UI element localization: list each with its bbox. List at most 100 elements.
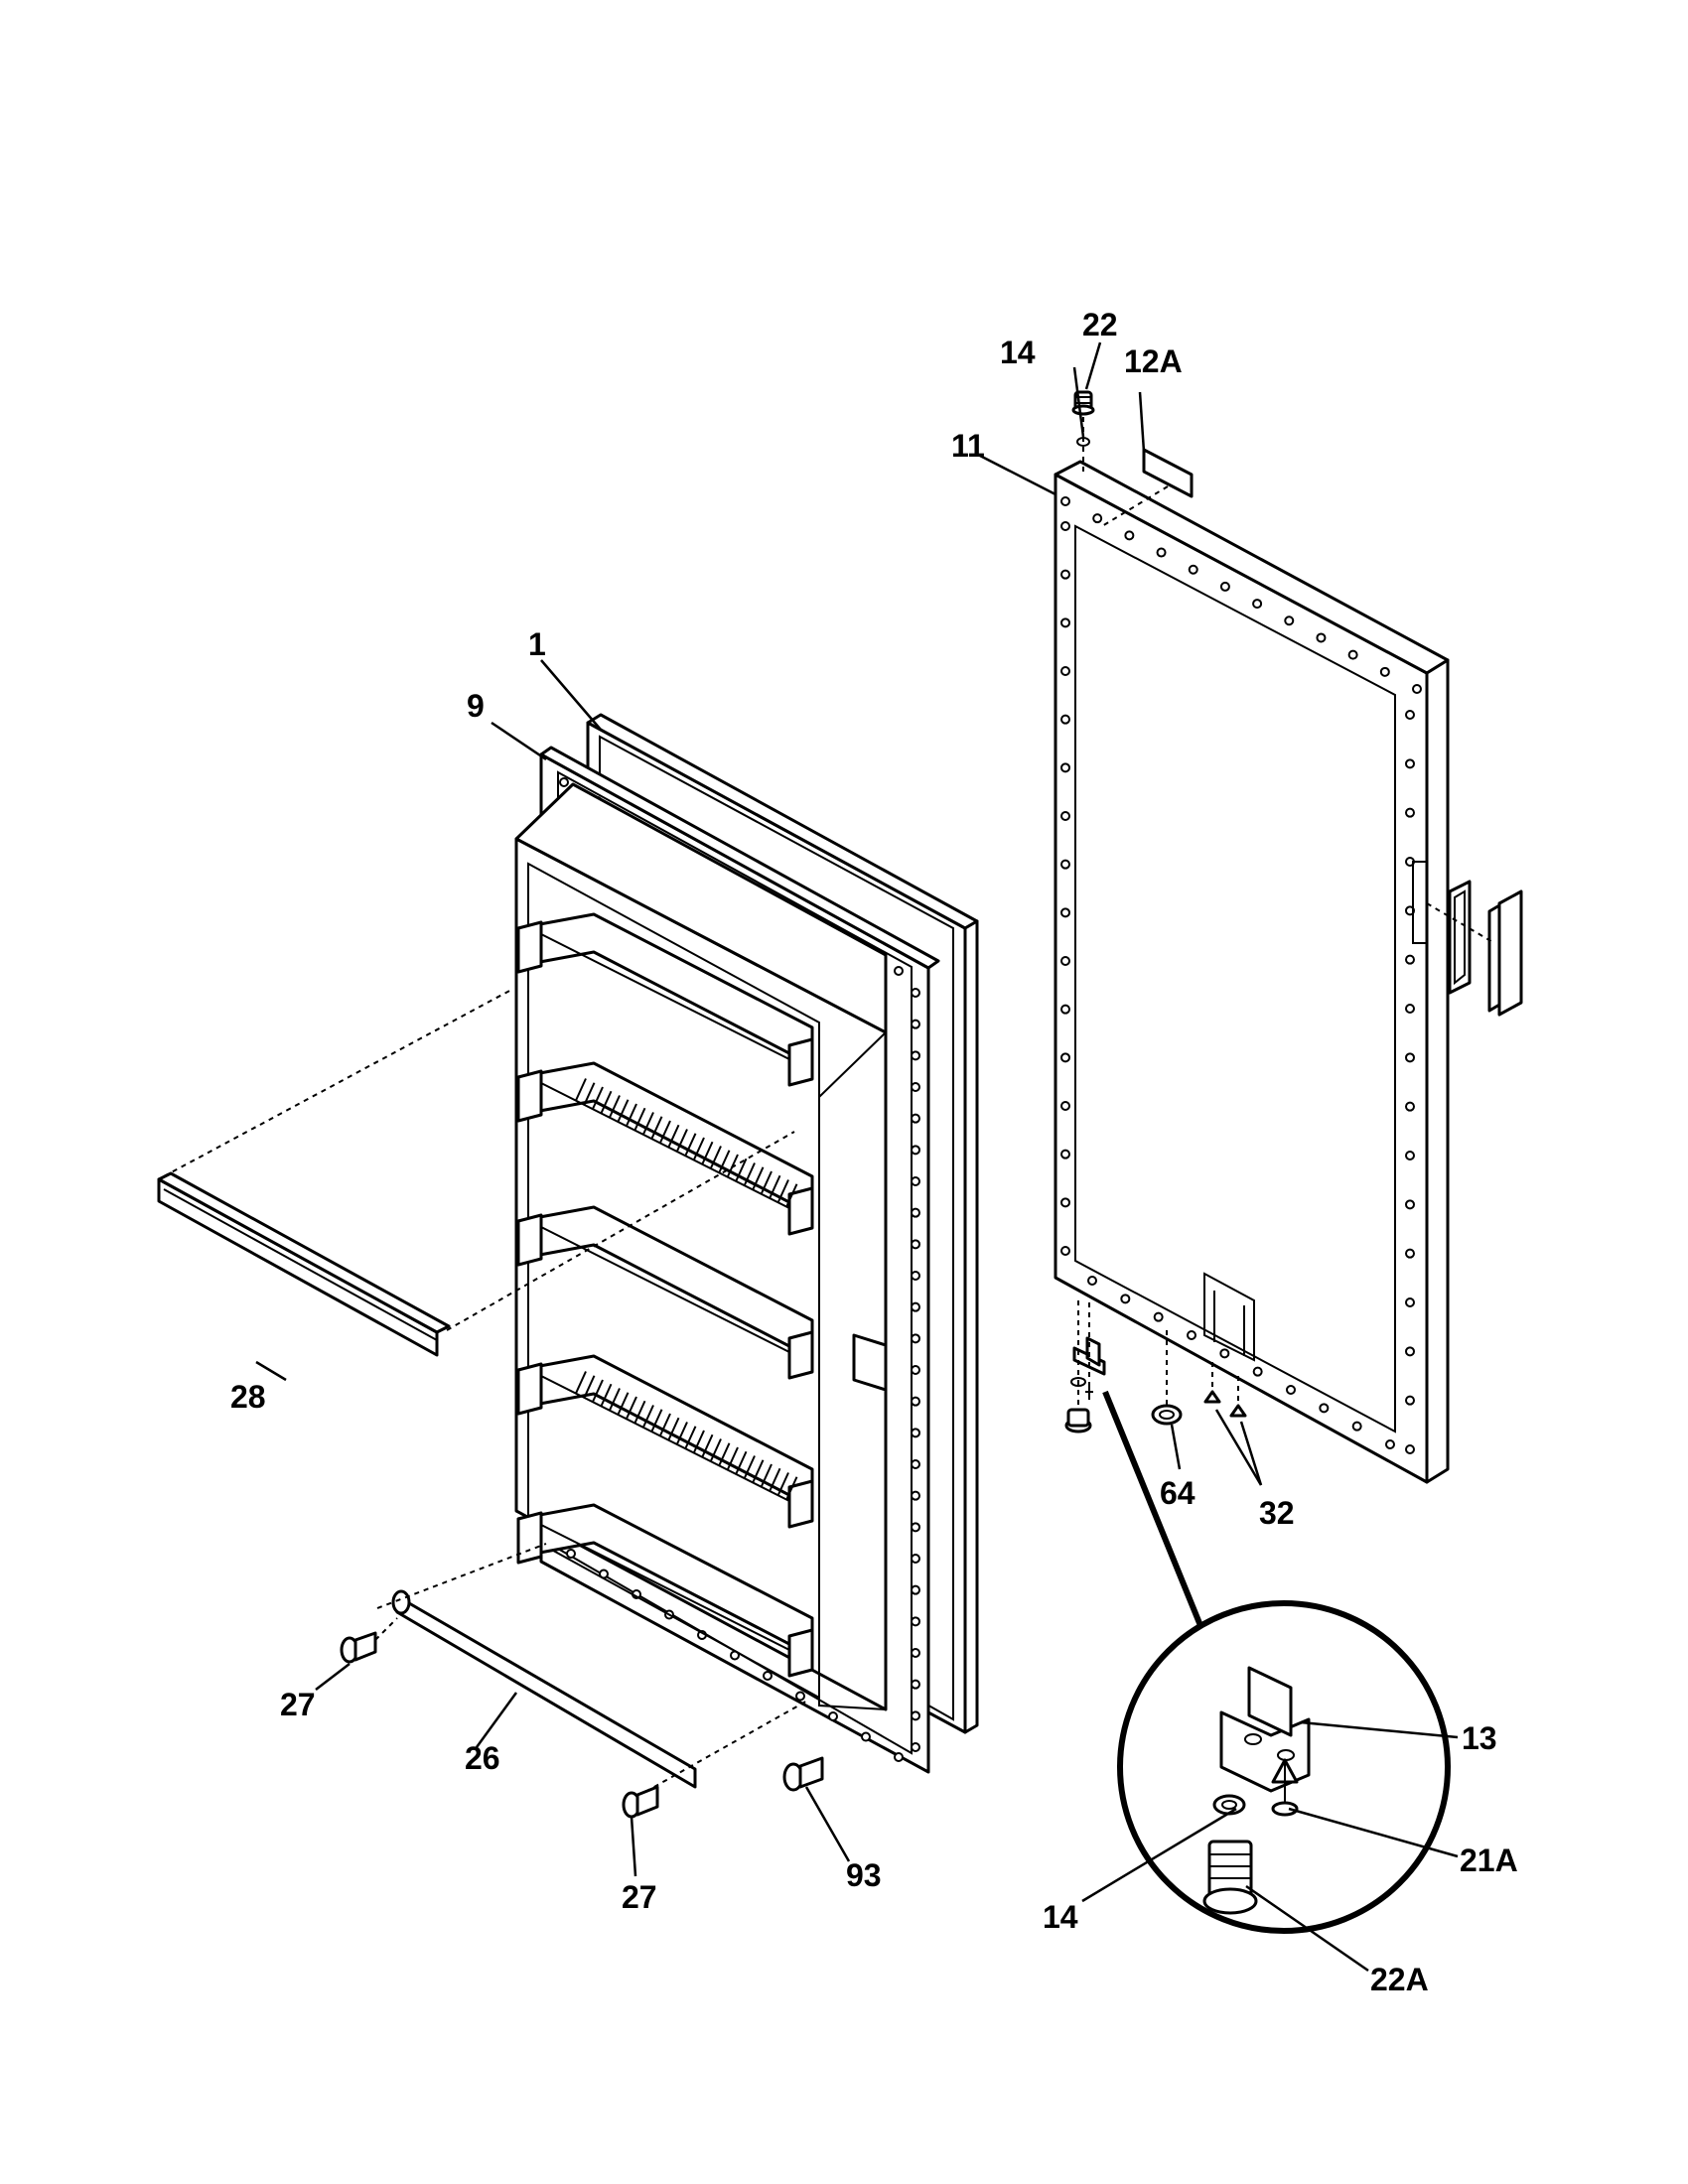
screw-hole	[911, 1522, 920, 1533]
screw-hole	[1405, 1395, 1415, 1406]
screw-hole	[1405, 758, 1415, 769]
push-pin-right	[782, 1756, 824, 1792]
screw-hole	[1060, 1197, 1070, 1208]
screw-hole	[1405, 1199, 1415, 1210]
screw-hole	[1124, 530, 1135, 541]
screw-hole	[795, 1691, 805, 1702]
screw-hole	[1405, 1444, 1415, 1454]
screw-hole	[1060, 496, 1070, 506]
callout-9: 9	[467, 688, 485, 724]
shelf-bar	[157, 989, 795, 1357]
callout-28: 28	[230, 1379, 266, 1415]
screw-hole	[559, 777, 569, 787]
screw-hole	[911, 1301, 920, 1312]
screw-hole	[911, 1584, 920, 1595]
door-shelf	[516, 1354, 814, 1529]
callout-12a: 12A	[1124, 343, 1183, 379]
screw-hole	[1060, 521, 1070, 531]
bottom-hinge-hardware	[1064, 1300, 1247, 1433]
screw-hole	[1060, 1149, 1070, 1160]
screw-hole	[1405, 954, 1415, 965]
screw-hole	[911, 1082, 920, 1092]
screw-hole	[911, 1710, 920, 1721]
screw-hole	[566, 1549, 576, 1559]
screw-hole	[911, 1428, 920, 1438]
screw-hole	[911, 1239, 920, 1250]
screw-hole	[911, 1176, 920, 1186]
door-shelf	[516, 1205, 814, 1380]
screw-hole	[1060, 569, 1070, 580]
callout-93: 93	[846, 1857, 882, 1893]
callout-1: 1	[528, 626, 546, 662]
screw-hole	[1153, 1311, 1164, 1322]
screw-hole	[1405, 1101, 1415, 1112]
screw-hole	[1252, 1366, 1263, 1377]
screw-hole	[1087, 1276, 1097, 1286]
screw-hole	[1060, 1052, 1070, 1063]
screw-hole	[1405, 710, 1415, 720]
screw-hole	[1286, 1385, 1296, 1395]
door-shelf	[516, 1061, 814, 1236]
screw-hole	[1405, 1151, 1415, 1160]
screw-hole	[911, 1396, 920, 1407]
screw-hole	[911, 1207, 920, 1218]
screw-hole	[1316, 632, 1327, 643]
callout-26: 26	[465, 1740, 500, 1776]
callout-32: 32	[1259, 1495, 1295, 1531]
screw-hole	[1379, 666, 1390, 677]
screw-hole	[911, 1271, 920, 1281]
screw-hole	[894, 966, 904, 976]
screw-hole	[1319, 1403, 1330, 1414]
screw-hole	[1060, 1101, 1070, 1111]
screw-hole	[911, 988, 920, 998]
outer-door-panel	[1054, 460, 1450, 1484]
screw-hole	[911, 1554, 920, 1564]
door-shelf	[516, 1503, 814, 1678]
callout-21a: 21A	[1460, 1843, 1518, 1878]
callout-64: 64	[1160, 1475, 1196, 1511]
screw-hole	[1120, 1294, 1131, 1304]
hinge-detail-circle	[1117, 1600, 1451, 1934]
bottom-rail	[376, 1543, 810, 1793]
screw-hole	[1252, 599, 1263, 610]
leader-lines	[255, 341, 1459, 1973]
screw-hole	[911, 1616, 920, 1627]
screw-hole	[1351, 1421, 1362, 1432]
screw-hole	[911, 1742, 920, 1752]
screw-hole	[1156, 547, 1167, 558]
screw-hole	[1187, 1330, 1196, 1340]
label-plate	[1101, 448, 1194, 527]
door-shelf	[516, 912, 814, 1087]
screw-hole	[911, 1490, 920, 1501]
screw-hole	[1060, 617, 1070, 628]
screw-hole	[1060, 811, 1070, 821]
screw-hole	[1385, 1439, 1395, 1449]
screw-hole	[911, 1648, 920, 1658]
screw-hole	[1347, 649, 1358, 660]
screw-hole	[911, 1019, 920, 1029]
screw-hole	[1219, 581, 1230, 592]
push-pin-left	[340, 1617, 398, 1664]
screw-hole	[1060, 762, 1070, 773]
door-handle	[1426, 880, 1523, 1017]
screw-hole	[911, 1333, 920, 1344]
screw-hole	[1060, 714, 1070, 725]
screw-hole	[1060, 956, 1070, 966]
screw-hole	[1405, 1346, 1415, 1357]
screw-hole	[1405, 1297, 1415, 1307]
screw-hole	[911, 1679, 920, 1690]
screw-hole	[911, 1365, 920, 1375]
screw-hole	[1219, 1348, 1230, 1359]
callout-13: 13	[1462, 1720, 1497, 1756]
screw-hole	[1060, 859, 1070, 870]
screw-hole	[911, 1113, 920, 1124]
screw-hole	[1188, 564, 1198, 575]
outer-door-screw-holes	[1060, 496, 1422, 1454]
screw-hole	[1060, 1004, 1070, 1015]
callout-22a: 22A	[1370, 1962, 1429, 1997]
push-pin-bottom	[622, 1785, 659, 1819]
screw-hole	[894, 1752, 904, 1762]
screw-hole	[1092, 513, 1103, 524]
screw-hole	[1060, 666, 1070, 676]
screw-hole	[1060, 1246, 1070, 1256]
